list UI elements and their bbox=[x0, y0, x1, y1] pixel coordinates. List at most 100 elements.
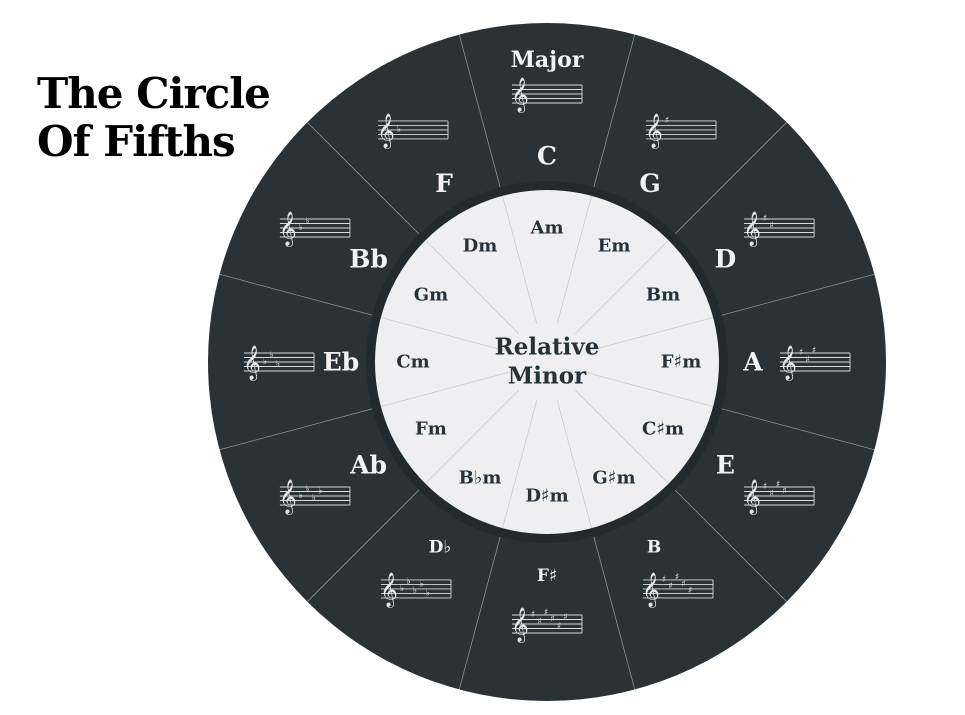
flat-accidental-icon: ♭ bbox=[312, 493, 316, 503]
key-segment-2: DBm𝄞♯♯ bbox=[646, 212, 815, 306]
flat-accidental-icon: ♭ bbox=[400, 584, 404, 594]
key-signature-staff: 𝄞♯♯ bbox=[743, 212, 815, 248]
inner-divider bbox=[556, 400, 592, 529]
sharp-accidental-icon: ♯ bbox=[531, 610, 535, 620]
inner-divider bbox=[380, 371, 509, 407]
flat-accidental-icon: ♭ bbox=[305, 484, 309, 494]
sharp-accidental-icon: ♯ bbox=[537, 617, 541, 627]
segment-divider bbox=[591, 528, 636, 690]
treble-clef-icon: 𝄞 bbox=[380, 572, 398, 608]
sharp-accidental-icon: ♯ bbox=[763, 482, 767, 492]
key-signature-staff: 𝄞♭♭♭♭♭ bbox=[380, 572, 452, 608]
sharp-accidental-icon: ♯ bbox=[544, 608, 548, 618]
segment-divider bbox=[713, 273, 875, 318]
flat-accidental-icon: ♭ bbox=[318, 487, 322, 497]
key-segment-6: F♯D♯m𝄞♯♯♯♯♯♯ bbox=[511, 486, 583, 644]
treble-clef-icon: 𝄞 bbox=[511, 608, 529, 644]
treble-clef-icon: 𝄞 bbox=[642, 572, 660, 608]
inner-divider bbox=[575, 390, 669, 484]
center-label-line-2: Minor bbox=[508, 363, 587, 390]
minor-key-label: Em bbox=[598, 235, 631, 256]
major-key-label: Bb bbox=[349, 245, 388, 274]
inner-divider bbox=[380, 317, 509, 353]
page-title: The Circle Of Fifths bbox=[37, 69, 271, 166]
flat-accidental-icon: ♭ bbox=[413, 586, 417, 596]
segment-divider bbox=[713, 406, 875, 451]
sharp-accidental-icon: ♯ bbox=[805, 355, 809, 365]
flat-accidental-icon: ♭ bbox=[419, 579, 423, 589]
flat-accidental-icon: ♭ bbox=[406, 577, 410, 587]
flat-accidental-icon: ♭ bbox=[397, 125, 401, 135]
segment-divider bbox=[307, 483, 426, 602]
major-key-label: E bbox=[716, 451, 735, 480]
treble-clef-icon: 𝄞 bbox=[279, 480, 297, 516]
key-signature-staff: 𝄞♯ bbox=[645, 113, 717, 149]
treble-clef-icon: 𝄞 bbox=[645, 113, 663, 149]
key-signature-staff: 𝄞♭♭ bbox=[279, 212, 351, 248]
inner-divider bbox=[556, 195, 592, 324]
inner-divider bbox=[575, 240, 669, 334]
sharp-accidental-icon: ♯ bbox=[550, 615, 554, 625]
inner-divider bbox=[585, 371, 714, 407]
sharp-accidental-icon: ♯ bbox=[769, 221, 773, 231]
inner-divider bbox=[502, 400, 538, 529]
flat-accidental-icon: ♭ bbox=[263, 357, 267, 367]
treble-clef-icon: 𝄞 bbox=[243, 346, 261, 382]
major-key-label: F bbox=[435, 169, 453, 198]
major-key-label: A bbox=[742, 348, 763, 377]
segment-divider bbox=[668, 483, 787, 602]
minor-key-label: F♯m bbox=[661, 352, 702, 373]
major-key-label: C bbox=[537, 142, 557, 171]
minor-key-label: Fm bbox=[415, 419, 447, 440]
sharp-accidental-icon: ♯ bbox=[675, 573, 679, 583]
segment-divider bbox=[458, 34, 503, 196]
treble-clef-icon: 𝄞 bbox=[779, 346, 797, 382]
key-signature-staff: 𝄞♯♯♯♯ bbox=[743, 480, 815, 516]
title-line-2: Of Fifths bbox=[37, 117, 236, 166]
treble-clef-icon: 𝄞 bbox=[511, 78, 529, 114]
minor-key-label: G♯m bbox=[592, 468, 635, 489]
flat-accidental-icon: ♭ bbox=[305, 216, 309, 226]
major-key-label: Ab bbox=[349, 451, 387, 480]
key-signature-staff: 𝄞♭♭♭ bbox=[243, 346, 315, 382]
sharp-accidental-icon: ♯ bbox=[688, 586, 692, 596]
key-segment-0: C Am 𝄞 bbox=[511, 78, 583, 239]
sharp-accidental-icon: ♯ bbox=[662, 575, 666, 585]
major-heading: Major bbox=[511, 47, 584, 73]
segment-divider bbox=[458, 528, 503, 690]
title-line-1: The Circle bbox=[37, 69, 271, 118]
minor-key-label: D♯m bbox=[525, 486, 568, 507]
treble-clef-icon: 𝄞 bbox=[743, 212, 761, 248]
sharp-accidental-icon: ♯ bbox=[665, 116, 669, 126]
minor-key-label: Am bbox=[529, 218, 563, 239]
sharp-accidental-icon: ♯ bbox=[668, 582, 672, 592]
key-signature-staff: 𝄞♯♯♯ bbox=[779, 346, 851, 382]
key-signature-staff: 𝄞♯♯♯♯♯ bbox=[642, 572, 714, 608]
major-key-label: F♯ bbox=[537, 566, 557, 586]
key-signature-staff: 𝄞 bbox=[511, 78, 583, 114]
treble-clef-icon: 𝄞 bbox=[377, 113, 395, 149]
minor-key-label: Dm bbox=[463, 235, 498, 256]
inner-divider bbox=[585, 317, 714, 353]
key-segment-3: AF♯m𝄞♯♯♯ bbox=[661, 346, 851, 382]
major-key-label: D bbox=[715, 245, 737, 274]
flat-accidental-icon: ♭ bbox=[269, 350, 273, 360]
key-segment-1: G Em 𝄞♯ bbox=[598, 113, 717, 256]
segment-divider bbox=[219, 273, 381, 318]
segment-divider bbox=[591, 34, 636, 196]
key-segment-5: BG♯m𝄞♯♯♯♯♯ bbox=[592, 468, 714, 608]
minor-key-label: Gm bbox=[414, 285, 448, 306]
sharp-accidental-icon: ♯ bbox=[763, 214, 767, 224]
inner-divider bbox=[425, 390, 519, 484]
major-key-label: G bbox=[639, 169, 660, 198]
sharp-accidental-icon: ♯ bbox=[563, 612, 567, 622]
key-signature-staff: 𝄞♭ bbox=[377, 113, 449, 149]
flat-accidental-icon: ♭ bbox=[276, 359, 280, 369]
inner-divider bbox=[502, 195, 538, 324]
minor-key-label: Bm bbox=[646, 285, 680, 306]
sharp-accidental-icon: ♯ bbox=[681, 579, 685, 589]
